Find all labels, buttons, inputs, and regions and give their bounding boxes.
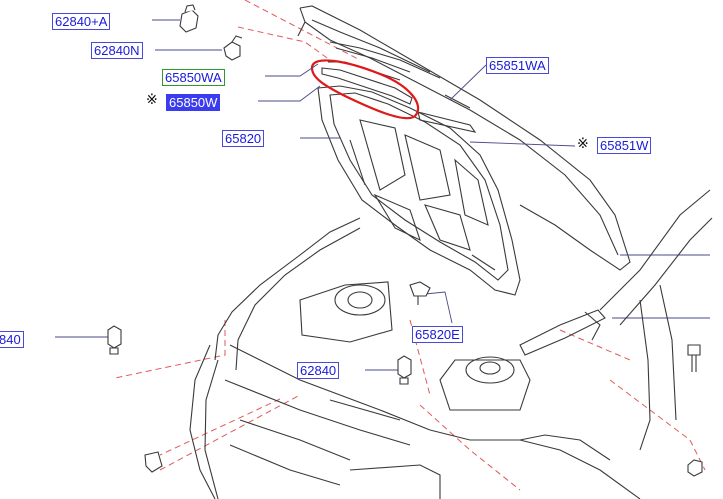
hood-insulator [317,85,521,296]
highlight-ellipse [310,59,420,120]
part-label-62840[interactable]: 62840 [297,362,340,379]
star-mark-65850W: ※ [146,92,158,108]
star-mark-65851W: ※ [577,136,589,152]
part-label-65851WA[interactable]: 65851WA [486,57,549,74]
part-label-65820E[interactable]: 65820E [412,326,463,343]
part-label-65850W[interactable]: 65850W [166,94,221,111]
part-label-62840-left[interactable]: 840 [0,331,24,348]
hood-outer [297,5,631,271]
label-leaders [55,19,710,371]
part-label-65851W[interactable]: 65851W [597,137,652,154]
part-label-65850WA[interactable]: 65850WA [162,69,225,86]
fasteners [107,4,703,477]
part-label-65820[interactable]: 65820 [222,130,265,147]
part-label-62840A[interactable]: 62840+A [52,13,111,30]
part-label-62840N[interactable]: 62840N [91,42,143,59]
body-lines [189,189,713,499]
